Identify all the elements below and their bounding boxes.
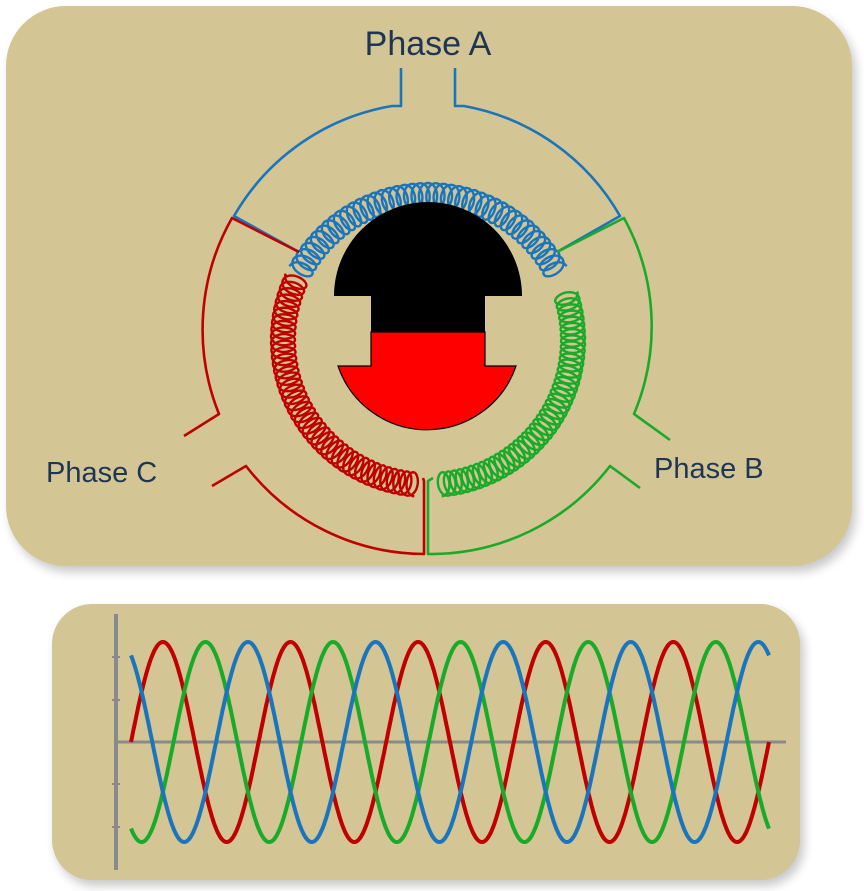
phase-a-coil	[288, 181, 568, 278]
phase-c-lead-outer	[183, 216, 300, 438]
phase-a-lead-right	[453, 68, 622, 254]
phase-c-lead-inner	[211, 464, 426, 556]
phase-a-label: Phase A	[365, 25, 492, 63]
y-axis-ticks	[112, 656, 120, 828]
waveform-series	[129, 639, 771, 845]
waveform-series-3	[129, 639, 771, 845]
rotor-south-pole	[337, 331, 517, 431]
phase-b-coil	[436, 290, 587, 498]
waveform-series-1	[129, 639, 771, 845]
phase-b-lead-inner	[426, 464, 641, 556]
waveform-series-2	[129, 639, 771, 845]
phase-leads	[183, 68, 671, 556]
phase-b-label: Phase B	[654, 453, 764, 485]
rotor-north-pole	[334, 202, 522, 332]
phase-waveform-chart	[112, 614, 786, 870]
phase-a-lead-left	[232, 68, 403, 254]
phase-c-coil	[269, 273, 420, 498]
phase-b-lead-outer	[556, 216, 671, 442]
stator-coils	[269, 181, 587, 498]
phase-c-label: Phase C	[46, 457, 157, 489]
rotor	[334, 202, 522, 431]
